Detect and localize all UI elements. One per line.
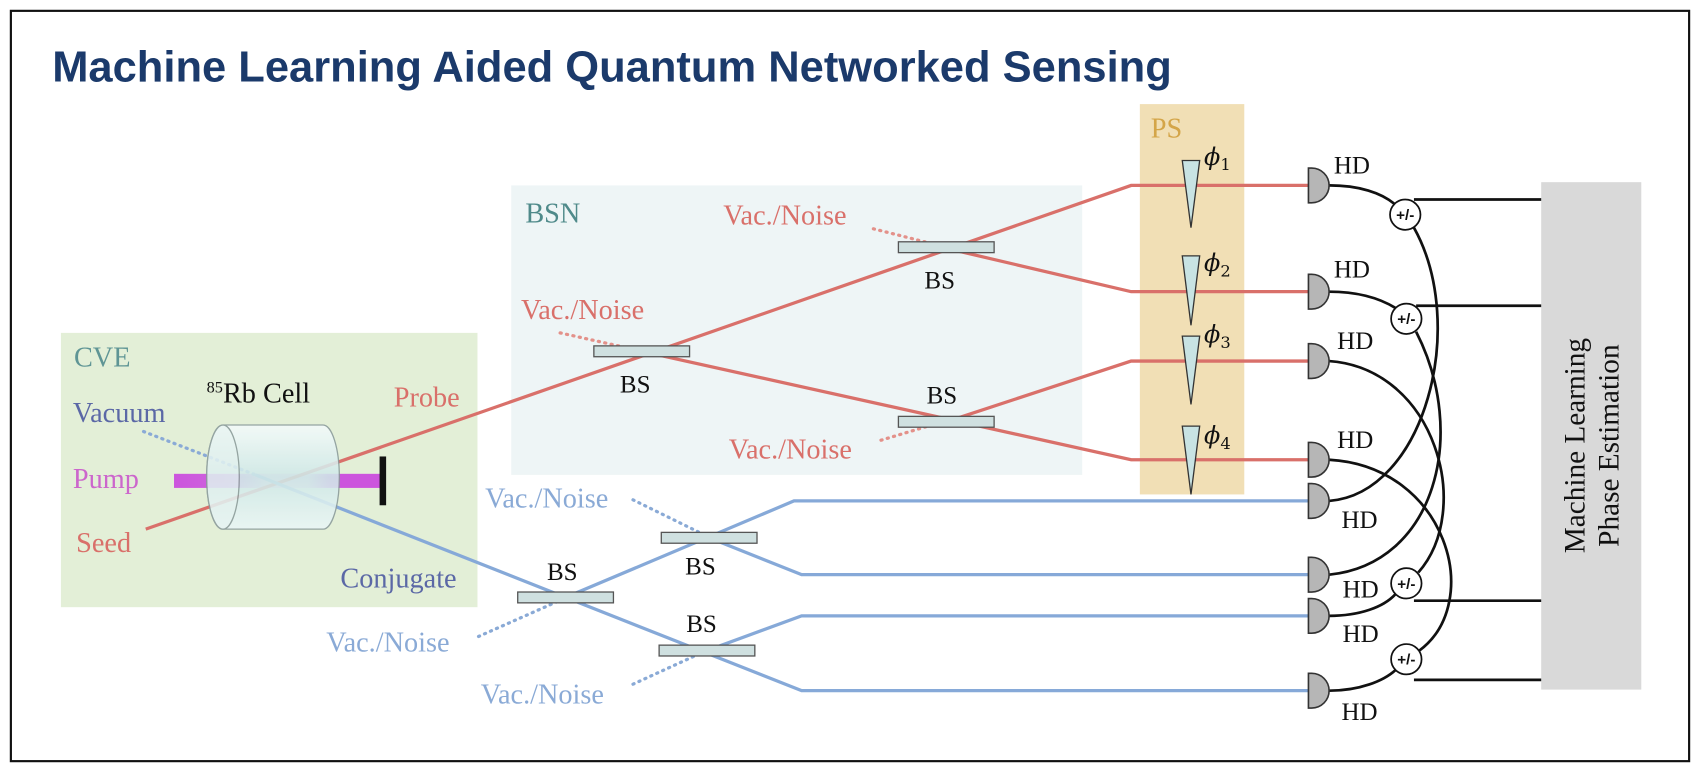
- phase-label: ϕ1: [1204, 143, 1231, 174]
- beam-block: [379, 456, 387, 506]
- conjugate-noise-input-line: [631, 652, 701, 686]
- rb-cell-name: Rb Cell: [223, 378, 310, 409]
- estimator-label: Machine Learning Phase Estimation: [1560, 338, 1626, 554]
- bsn-noise-label: Vac./Noise: [521, 295, 644, 326]
- conjugate-split-beam: [706, 614, 1309, 653]
- conjugate-split-beam: [708, 536, 1309, 577]
- phase-shifter-wedge: [1181, 159, 1201, 228]
- conjugate-beam: [254, 473, 1309, 693]
- conjugate-noise-label: Vac./Noise: [485, 483, 608, 514]
- bs-label: BS: [686, 611, 717, 638]
- homodyne-detector: [1307, 482, 1330, 520]
- conjugate-split-beam: [564, 499, 1309, 599]
- combiner-node: [1390, 643, 1423, 676]
- phase-label: ϕ3: [1204, 321, 1231, 352]
- bsn-noise-input-line: [558, 331, 635, 351]
- ps-label: PS: [1151, 114, 1182, 145]
- conjugate-noise-label: Vac./Noise: [481, 680, 604, 711]
- detector-wire: [1329, 184, 1396, 205]
- phase-shifter-wedge: [1181, 335, 1201, 405]
- bsn-beam-lower: [641, 349, 1309, 462]
- beam-splitter: [593, 345, 691, 358]
- homodyne-detector: [1307, 342, 1330, 380]
- combiner-node: [1390, 567, 1423, 600]
- probe-beam: [145, 183, 1309, 531]
- bs-label: BS: [924, 267, 955, 294]
- combiner-node: [1390, 302, 1423, 335]
- detector-wire: [1328, 331, 1442, 577]
- rb-isotope-superscript: 85: [207, 378, 223, 397]
- conjugate-noise-label: Vac./Noise: [326, 628, 449, 659]
- detector-wire: [1329, 359, 1446, 574]
- figure-title: Machine Learning Aided Quantum Networked…: [52, 43, 1172, 91]
- phase-shifter-wedge: [1181, 255, 1201, 326]
- bsn-noise-label: Vac./Noise: [729, 435, 852, 466]
- hd-label: HD: [1341, 699, 1377, 726]
- rb-vapor-cell: [206, 424, 340, 530]
- bs-label: BS: [547, 559, 578, 586]
- bsn-beam-upper-split: [945, 246, 1309, 294]
- beam-splitter: [517, 591, 615, 604]
- hd-label: HD: [1343, 621, 1379, 648]
- detector-wire: [1329, 290, 1397, 310]
- seed-label: Seed: [76, 528, 131, 559]
- phase-shifter-wedge: [1181, 425, 1201, 495]
- hd-label: HD: [1334, 153, 1370, 180]
- conjugate-noise-input-line: [631, 498, 704, 536]
- bsn-noise-label: Vac./Noise: [723, 200, 846, 231]
- combiner-label: +/-: [1397, 576, 1415, 593]
- bsn-label: BSN: [525, 198, 580, 229]
- estimator-label-line1: Machine Learning: [1560, 338, 1592, 554]
- beam-splitter: [897, 241, 995, 254]
- estimator-region: [1541, 182, 1642, 690]
- detector-wire: [1329, 227, 1440, 503]
- beam-splitter: [658, 644, 756, 657]
- beam-splitter: [660, 531, 758, 544]
- hd-label: HD: [1334, 257, 1370, 284]
- hd-label: HD: [1343, 576, 1379, 603]
- detector-wire: [1329, 669, 1397, 693]
- hd-label: HD: [1337, 427, 1373, 454]
- estimator-label-line2: Phase Estimation: [1593, 344, 1625, 547]
- bs-label: BS: [927, 382, 958, 409]
- phase-label: ϕ2: [1204, 249, 1231, 280]
- homodyne-detector: [1307, 597, 1330, 635]
- conjugate-noise-input-line: [476, 600, 559, 639]
- pump-label: Pump: [73, 464, 139, 495]
- cve-label: CVE: [74, 343, 131, 374]
- combiner-label: +/-: [1396, 207, 1414, 224]
- phase-label: ϕ4: [1204, 422, 1231, 453]
- homodyne-detector: [1307, 273, 1330, 310]
- vacuum-label: Vacuum: [73, 398, 166, 429]
- conjugate-label: Conjugate: [340, 564, 456, 595]
- hd-label: HD: [1341, 507, 1377, 534]
- hd-label: HD: [1337, 328, 1373, 355]
- probe-label: Probe: [394, 383, 460, 414]
- homodyne-detector: [1307, 672, 1330, 709]
- bs-label: BS: [685, 554, 716, 581]
- bsn-beam-lower-split: [945, 359, 1309, 424]
- combiner-label: +/-: [1397, 652, 1415, 669]
- detector-wire: [1329, 593, 1397, 618]
- beam-splitter: [897, 415, 995, 428]
- homodyne-detector: [1307, 556, 1330, 593]
- rb-cell-label: 85Rb Cell: [207, 378, 311, 410]
- combiner-node: [1389, 198, 1422, 231]
- detector-wire: [1329, 458, 1453, 652]
- homodyne-detector: [1307, 441, 1330, 478]
- bs-label: BS: [620, 372, 651, 399]
- combiner-label: +/-: [1397, 311, 1415, 328]
- homodyne-detector: [1307, 167, 1330, 204]
